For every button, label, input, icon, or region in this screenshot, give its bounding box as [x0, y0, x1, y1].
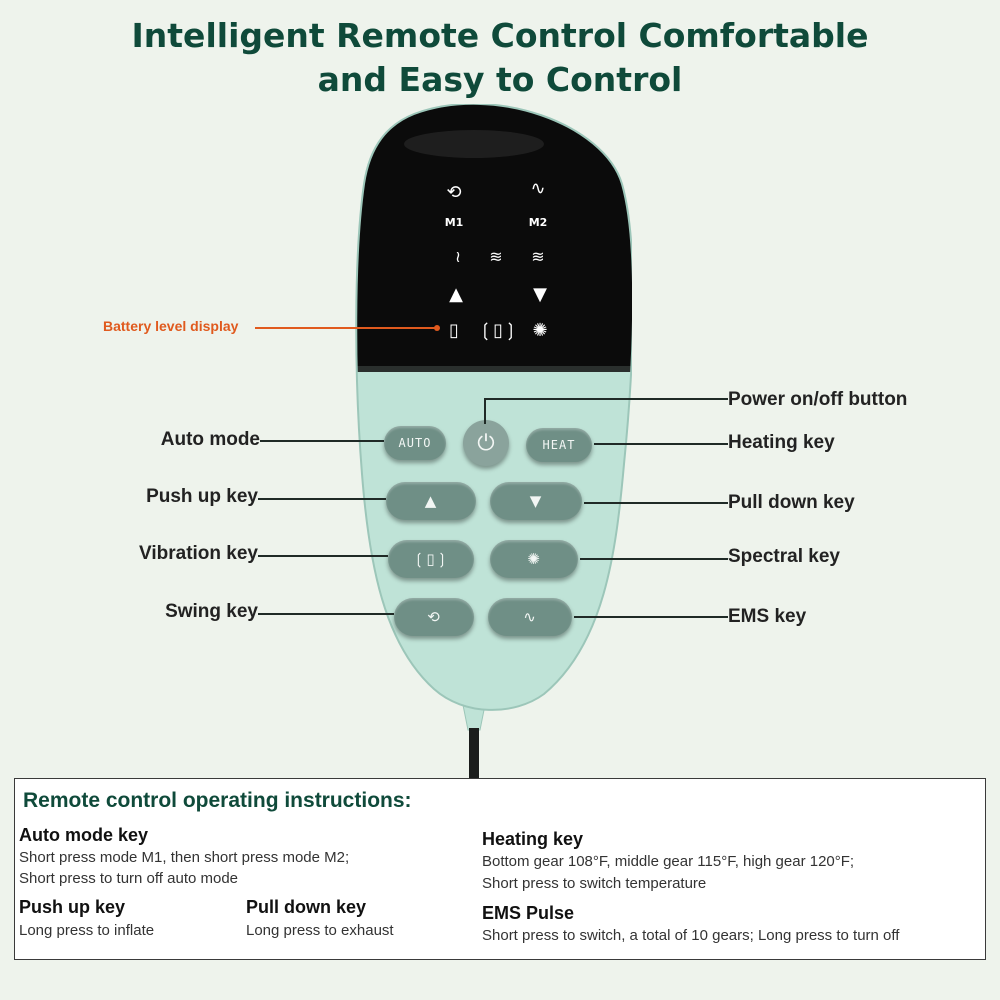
vibration-callout-line [258, 555, 388, 557]
heat-key-desc-2: Short press to switch temperature [482, 875, 707, 892]
swing-callout-label: Swing key [165, 601, 258, 622]
power-callout-riser [484, 398, 486, 424]
low-heat-icon: ≀ [455, 247, 461, 266]
instructions-panel: Remote control operating instructions: A… [14, 778, 986, 960]
vibration-callout-label: Vibration key [139, 543, 258, 564]
pull-key-heading: Pull down key [246, 897, 367, 917]
mode-m2-label: M2 [528, 216, 548, 229]
ems-button[interactable]: ∿ [488, 598, 572, 636]
instructions-title: Remote control operating instructions: [23, 789, 412, 812]
battery-callout-line [255, 327, 437, 329]
pull-key-desc: Long press to exhaust [246, 922, 394, 939]
headline-line-2: and Easy to Control [317, 60, 683, 99]
spectral-callout-line [580, 558, 728, 560]
power-callout-line [484, 398, 728, 400]
heating-callout-label: Heating key [728, 432, 835, 453]
ems-callout-label: EMS key [728, 606, 807, 627]
heating-callout-line [594, 443, 728, 445]
heat-key-desc-1: Bottom gear 108°F, middle gear 115°F, hi… [482, 853, 855, 870]
heat-key-heading: Heating key [482, 829, 584, 849]
vibration-icon: ❲▯❳ [478, 320, 519, 341]
ems-pulse-icon: ∿ [530, 178, 546, 199]
ems-key-desc: Short press to switch, a total of 10 gea… [482, 927, 900, 944]
battery-icon: ▯ [449, 320, 459, 341]
mode-m1-label: M1 [444, 216, 464, 229]
remote-control: ⟲ ∿ M1 M2 ≀ ≋ ≋ ▲ ▼ ▯ ❲▯❳ ✺ AUTO ⏻ HEAT … [354, 104, 632, 714]
up-arrow-indicator-icon: ▲ [449, 284, 463, 305]
vibration-icon: ❲▯❳ [412, 550, 450, 568]
spectral-button[interactable]: ✺ [490, 540, 578, 578]
auto-key-desc-2: Short press to turn off auto mode [19, 870, 239, 887]
down-arrow-indicator-icon: ▼ [533, 284, 547, 305]
ems-callout-line [574, 616, 728, 618]
ems-pulse-icon: ∿ [523, 608, 537, 626]
swing-icon: ⟲ [446, 182, 462, 203]
swing-callout-line [258, 613, 394, 615]
auto-mode-button[interactable]: AUTO [384, 426, 446, 460]
vibration-button[interactable]: ❲▯❳ [388, 540, 474, 578]
push-up-callout-line [258, 498, 386, 500]
spectral-callout-label: Spectral key [728, 546, 840, 567]
battery-callout-dot [434, 325, 440, 331]
auto-callout-line [260, 440, 384, 442]
heat-button[interactable]: HEAT [526, 428, 592, 462]
swing-button[interactable]: ⟲ [394, 598, 474, 636]
up-arrow-icon: ▲ [424, 492, 438, 510]
pull-down-callout-label: Pull down key [728, 492, 855, 513]
spectral-icon: ✺ [527, 550, 541, 568]
power-callout-label: Power on/off button [728, 389, 908, 410]
high-heat-icon: ≋ [531, 247, 545, 266]
pull-down-button[interactable]: ▼ [490, 482, 582, 520]
pull-down-callout-line [584, 502, 728, 504]
push-key-heading: Push up key [19, 897, 126, 917]
swing-icon: ⟲ [427, 608, 441, 626]
down-arrow-icon: ▼ [529, 492, 543, 510]
headline-line-1: Intelligent Remote Control Comfortable [131, 16, 869, 55]
auto-mode-callout-label: Auto mode [160, 429, 260, 450]
medium-heat-icon: ≋ [489, 247, 503, 266]
battery-callout-label: Battery level display [103, 318, 239, 334]
ems-key-heading: EMS Pulse [482, 903, 575, 923]
power-icon: ⏻ [477, 430, 495, 456]
power-button[interactable]: ⏻ [463, 420, 509, 466]
push-key-desc: Long press to inflate [19, 922, 155, 939]
push-up-callout-label: Push up key [146, 486, 258, 507]
spectral-icon: ✺ [532, 320, 548, 341]
push-up-button[interactable]: ▲ [386, 482, 476, 520]
auto-key-heading: Auto mode key [19, 825, 149, 845]
auto-key-desc-1: Short press mode M1, then short press mo… [19, 849, 350, 866]
